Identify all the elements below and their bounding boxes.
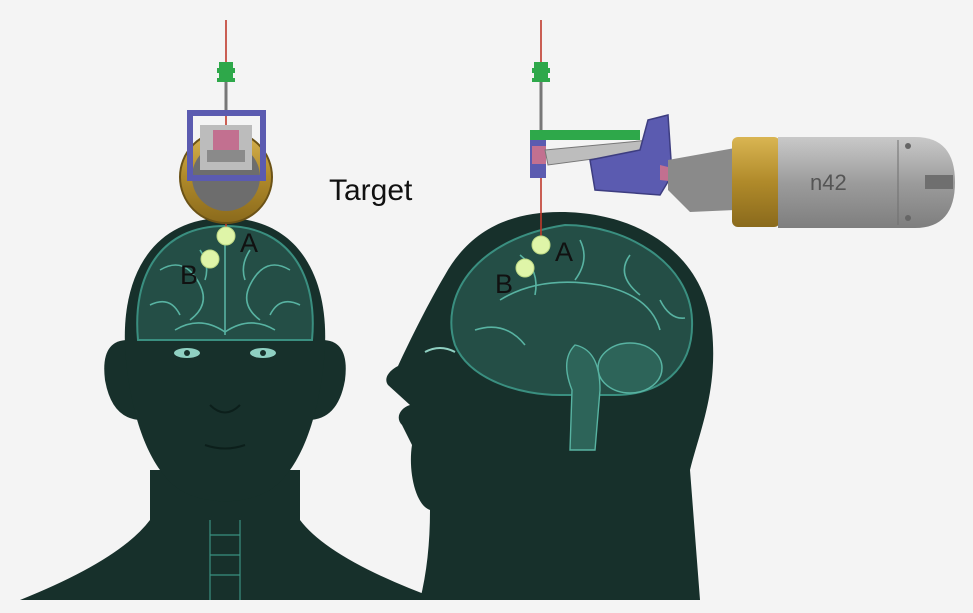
side-targets: A B — [495, 235, 573, 299]
side-label-b: B — [495, 269, 513, 299]
front-point-a — [216, 226, 236, 246]
motor-ring — [732, 137, 780, 227]
diagram-title: Target — [329, 174, 413, 207]
side-brain-folds — [474, 239, 686, 346]
side-eye — [424, 347, 456, 353]
front-device — [179, 20, 273, 236]
front-mouth — [204, 444, 246, 450]
front-targets: A B — [180, 226, 258, 290]
side-point-b — [515, 258, 535, 278]
side-cerebellum — [597, 342, 663, 394]
side-head — [386, 212, 714, 600]
motor-label: n42 — [810, 170, 847, 195]
side-green-coupler — [532, 62, 550, 82]
front-nose — [209, 404, 241, 414]
motor-body — [778, 137, 955, 228]
front-green-coupler — [217, 62, 235, 82]
side-purple-plate — [589, 114, 673, 196]
side-device: n42 — [530, 20, 955, 246]
side-label-a: A — [555, 237, 573, 267]
side-point-a — [531, 235, 551, 255]
side-brainstem — [566, 344, 601, 451]
front-label-a: A — [240, 228, 258, 258]
front-frame — [187, 110, 266, 181]
front-point-b — [200, 249, 220, 269]
front-head — [20, 218, 440, 600]
front-label-b: B — [180, 260, 198, 290]
side-motor: n42 — [732, 137, 955, 228]
front-neck-detail — [209, 520, 241, 600]
